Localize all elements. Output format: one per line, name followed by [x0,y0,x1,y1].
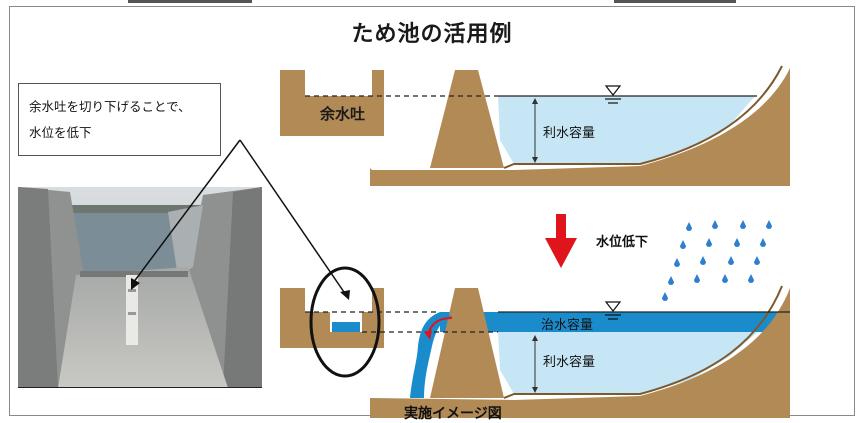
callout-pointer-to-diagram [239,139,347,296]
slide-title: ため池の活用例 [351,22,513,47]
callout-pointer-photo-head [131,278,140,290]
flood-capacity-label: 治水容量 [541,318,594,333]
bottom-basin-slope [370,288,790,418]
spillway-label: 余水吐 [320,105,366,123]
top-dam-embankment [430,70,504,168]
water-level-drop-label: 水位低下 [596,235,649,250]
top-basin-inner-edge [503,65,783,169]
callout-box: 余水吐を切り下げることで、 水位を低下 [18,83,221,156]
bottom-basin-inner-edge [503,285,783,399]
bottom-overflow-water [410,312,452,398]
overflow-red-arrowhead [424,330,432,340]
rain-icon [662,220,772,301]
spillway-photo [18,187,262,388]
top-basin-slope [370,68,790,186]
top-bar-right [614,0,736,3]
callout-pointer-diagram-head [340,290,350,300]
irrigation-capacity-label-bottom: 利水容量 [543,355,596,370]
bottom-water-level-icon [604,301,622,320]
bottom-capacity-arrowhead-up [532,335,538,341]
top-spillway-block [280,70,384,136]
bottom-spillway-water [332,322,360,332]
bottom-capacity-arrowhead-down [532,387,538,393]
top-water-level-icon [604,85,622,104]
spillway-highlight-ellipse [309,266,381,378]
diagram-caption: 実施イメージ図 [404,406,502,422]
callout-line-2: 水位を低下 [29,125,92,140]
top-bar-left [128,0,252,3]
top-capacity-arrowhead-up [532,98,538,104]
callout-line-1: 余水吐を切り下げることで、 [29,99,191,114]
callout-pointer-to-photo [132,139,241,284]
irrigation-capacity-label-top: 利水容量 [543,126,596,141]
bottom-dam-embankment [430,288,504,398]
water-level-drop-arrow [545,214,577,268]
top-capacity-arrowhead-down [532,157,538,163]
spillway-photo-image [18,187,262,388]
bottom-spillway-block [280,288,384,348]
bottom-water-lower [498,330,760,394]
bottom-flood-capacity-band [440,312,790,332]
